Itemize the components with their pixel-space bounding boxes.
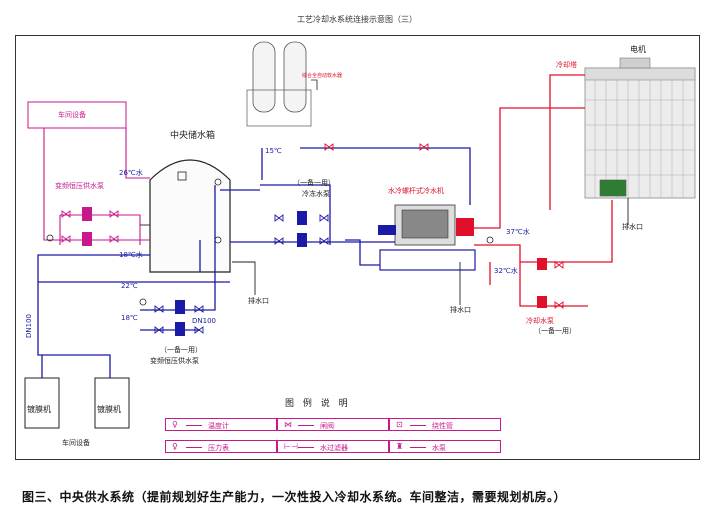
valve-icon: ⋈ (284, 420, 292, 429)
legend-title: 图 例 说 明 (285, 399, 351, 409)
legend-item: ⊢⊣ 水过滤器 (277, 440, 389, 453)
strainer-icon: ⊢⊣ (284, 442, 298, 451)
temp-18a: 18℃水 (119, 251, 143, 259)
valve-icon (61, 143, 564, 334)
thermometer-icon (46, 234, 494, 306)
workshop-label-top: 车间设备 (58, 111, 86, 119)
cooling-tower (584, 57, 696, 199)
temp-15: 15℃ (265, 147, 282, 155)
vf-pump-bottom-label: 变频恒压供水泵 (150, 357, 199, 365)
motor-label: 电机 (630, 45, 646, 54)
vf-pump-top-label: 变频恒压供水泵 (55, 182, 104, 190)
central-tank (149, 159, 231, 273)
drain-label-3: 排水口 (622, 223, 643, 231)
pump-icon (82, 207, 547, 336)
legend-item: ♜ 水泵 (389, 440, 501, 453)
figure-caption: 图三、中央供水系统（提前规划好生产能力，一次性投入冷却水系统。车间整洁，需要规划… (22, 490, 567, 504)
chilled-pump-label: 冷冻水泵 (302, 190, 330, 198)
temp-18b: 18℃ (121, 314, 138, 322)
workshop-label-bottom: 车间设备 (62, 439, 90, 447)
workshop-equipment-top (27, 101, 127, 129)
chiller-label: 水冷螺杆式冷水机 (388, 187, 444, 195)
softener-unit (246, 41, 318, 127)
supply-pipes (37, 147, 471, 378)
temp-26: 26℃水 (119, 169, 143, 177)
membrane-machine-2 (94, 377, 130, 429)
dn100-label-b: DN100 (192, 317, 216, 325)
legend-item: ⊡ 绕性管 (389, 418, 501, 431)
dn100-label-a: DN100 (25, 314, 33, 338)
diagram-title: 工艺冷却水系统连接示意图（三） (297, 15, 417, 24)
condenser-pipes (474, 74, 613, 307)
thermometer-icon: ♀ (172, 420, 178, 429)
legend-item: ♀ 温度计 (165, 418, 277, 431)
standby-label-2: （一备一用） (160, 346, 202, 354)
legend-item: ⋈ 闸阀 (277, 418, 389, 431)
drain-label-1: 排水口 (248, 297, 269, 305)
drain-label-2: 排水口 (450, 306, 471, 314)
diagram-frame (15, 35, 700, 460)
membrane-label-1: 镀膜机 (27, 405, 51, 414)
membrane-machine-1 (24, 377, 60, 429)
pump-icon: ♜ (396, 442, 404, 451)
screw-chiller (378, 204, 476, 271)
legend-item: ♀ 压力表 (165, 440, 277, 453)
temp-37: 37℃水 (506, 228, 530, 236)
membrane-label-2: 镀膜机 (97, 405, 121, 414)
central-tank-label: 中央储水箱 (170, 131, 216, 141)
temp-32: 32℃水 (494, 267, 518, 275)
temp-22: 22℃ (121, 282, 138, 290)
pressure-gauge-icon: ♀ (172, 442, 178, 451)
softener-label: 综合全自动软水器 (302, 73, 343, 79)
standby-label-1: （一备一用） (293, 179, 335, 187)
standby-label-3: （一备一用） (534, 327, 576, 335)
soft-joint-icon: ⊡ (396, 420, 403, 429)
cooling-pump-label: 冷却水泵 (526, 317, 554, 325)
drain-lines (140, 198, 629, 305)
cooling-tower-label: 冷却塔 (556, 61, 577, 69)
